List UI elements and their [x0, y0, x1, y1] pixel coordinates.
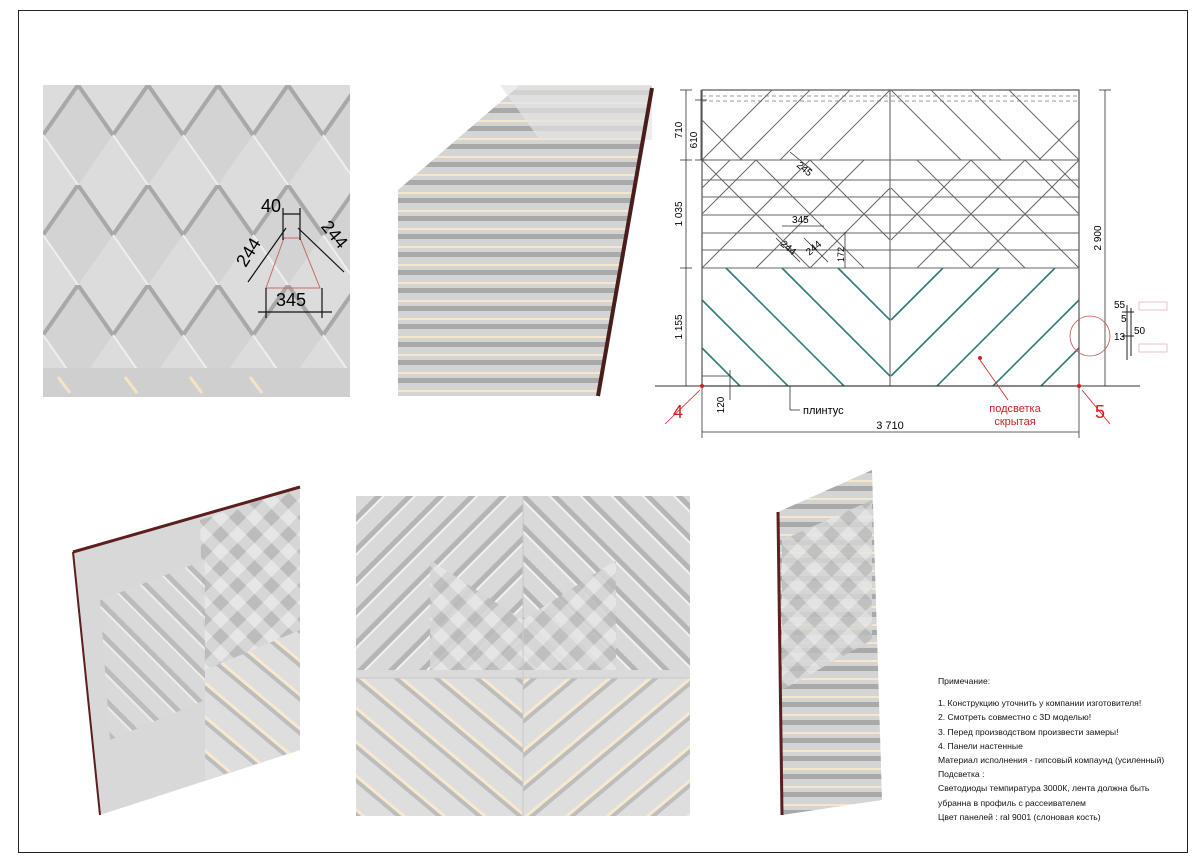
dim-right-2900: 2 900	[1093, 225, 1104, 250]
plinth-label: плинтус	[803, 405, 844, 417]
note-line: Подсветка :	[938, 769, 985, 780]
dim-left-1035: 1 035	[674, 201, 685, 226]
dim-width-3710: 3 710	[876, 420, 904, 432]
dim-inner-345: 345	[792, 215, 809, 226]
dim-bottom-120: 120	[716, 396, 727, 413]
dim-left-710: 710	[674, 121, 685, 138]
notes-title: Примечание:	[938, 676, 991, 686]
notes-block: Примечание: 1. Конструкцию уточнить у ко…	[938, 674, 1178, 824]
note-line: 2. Смотреть совместно с 3D моделью!	[938, 712, 1092, 723]
note-line: Цвет панелей : ral 9001 (слоновая кость)	[938, 811, 1101, 822]
note-line: убранна в профиль с рассеивателем	[938, 797, 1086, 808]
render-closeup-diamonds: 40 244 244 345	[43, 85, 356, 397]
backlight-label-line1: подсветка	[989, 403, 1041, 415]
note-line: Светодиоды темпиратура 3000К, лента долж…	[938, 783, 1150, 794]
section-mark-4: 4	[673, 402, 683, 422]
backlight-label-line2: скрытая	[994, 416, 1035, 428]
render-front-view	[356, 496, 690, 816]
note-line: 1. Конструкцию уточнить у компании изгот…	[938, 698, 1142, 709]
detail-dim-55: 55	[1114, 300, 1126, 311]
detail-dim-5: 5	[1121, 314, 1127, 325]
note-line: 4. Панели настенные	[938, 740, 1023, 751]
dim-inner-172: 172	[836, 247, 846, 262]
render-side-view-top	[398, 85, 654, 397]
technical-elevation-drawing: 710 610 1 035 1 155 2 900 245 345 244 24…	[655, 89, 1168, 438]
dim-closeup-bottom: 345	[276, 290, 306, 310]
render-side-view-right	[776, 470, 882, 816]
dim-inner-245: 245	[794, 160, 814, 179]
detail-dim-50: 50	[1134, 326, 1146, 337]
dim-left-1155: 1 155	[674, 314, 685, 339]
detail-dim-13: 13	[1114, 332, 1126, 343]
dim-closeup-top: 40	[261, 196, 281, 216]
dim-left-610: 610	[689, 131, 700, 148]
note-line: 3. Перед производством произвести замеры…	[938, 726, 1119, 737]
render-perspective-left	[72, 485, 301, 816]
drawing-sheet-frame	[18, 10, 1188, 853]
note-line: Материал исполнения - гипсовый компаунд …	[938, 755, 1165, 766]
dim-inner-244a: 244	[778, 239, 798, 258]
